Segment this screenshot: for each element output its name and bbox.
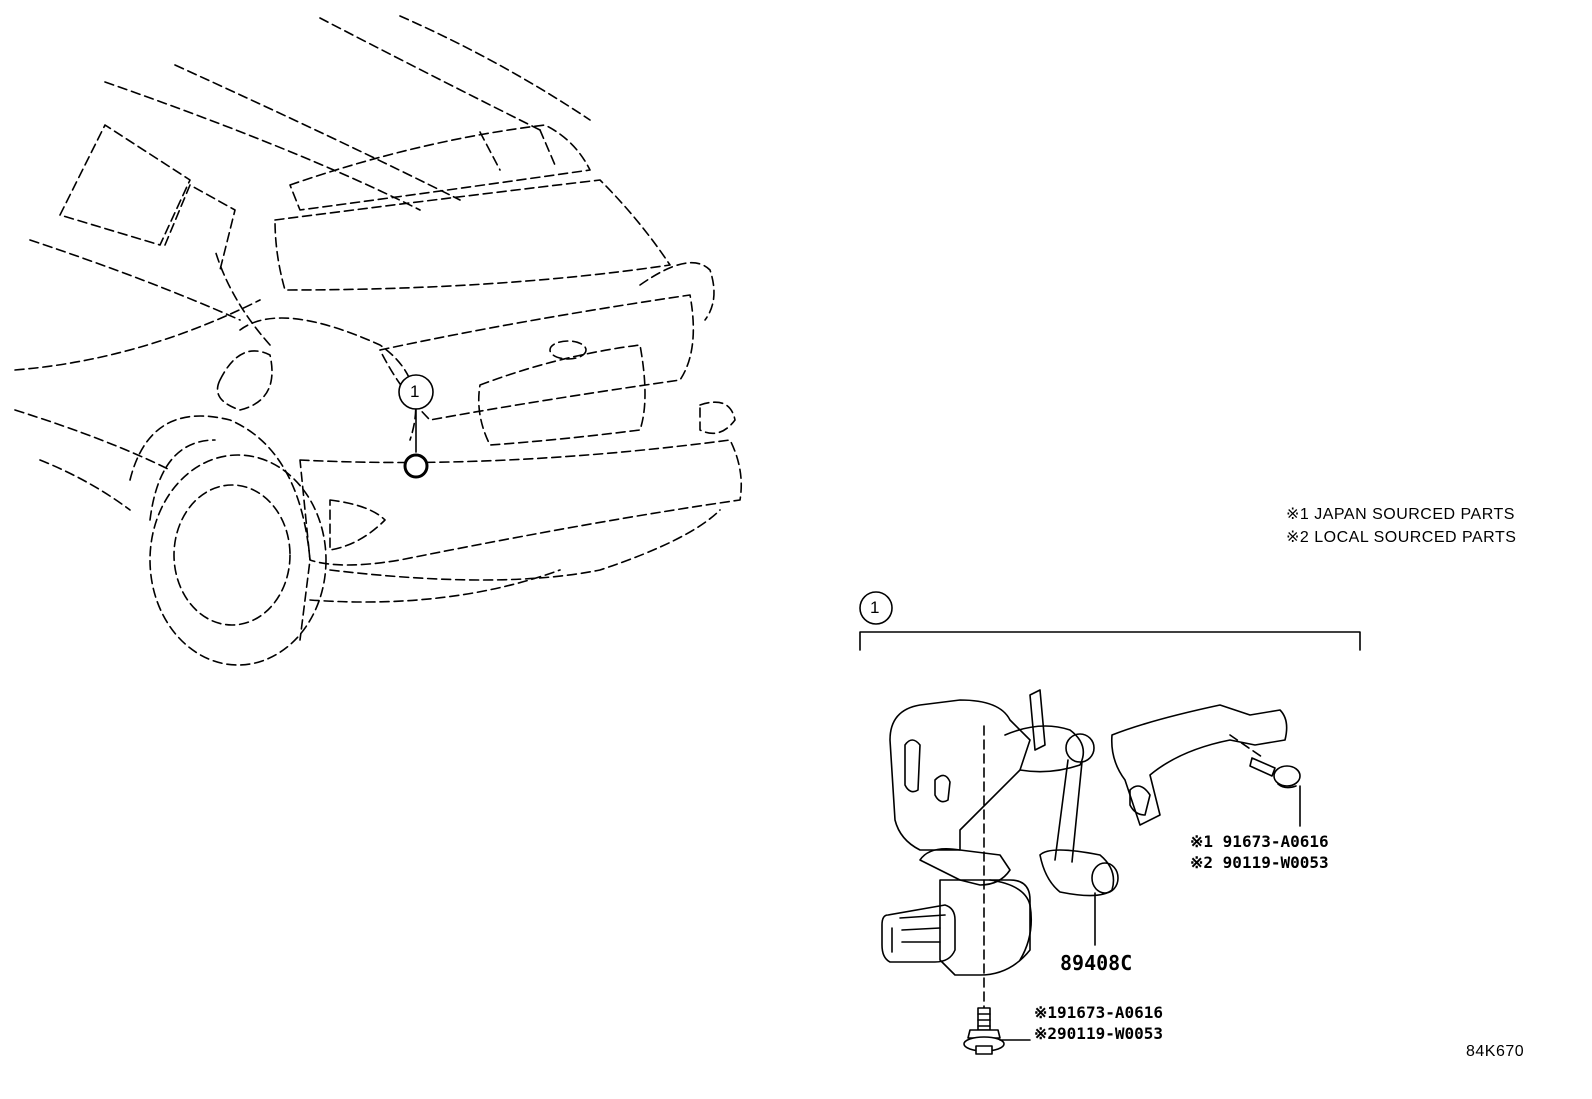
legend-note-japan: ※1 JAPAN SOURCED PARTS [1286,506,1515,523]
height-sensor-drawing [881,689,1288,1011]
location-marker-icon [403,453,429,479]
callout-number-vehicle: 1 [410,382,420,401]
bolt-upper [1249,757,1301,789]
bolt-lower [963,1007,1005,1055]
callout-circle-icon [859,591,893,625]
figure-code: 84K670 [1466,1043,1525,1060]
vehicle-outline [14,15,743,666]
legend-note-local: ※2 LOCAL SOURCED PARTS [1286,529,1517,546]
part-number-sensor: 89408C [1060,951,1133,975]
callout-number-assembly: 1 [870,598,880,617]
part-number-upper-bolt-local: ※2 90119-W0053 [1190,853,1329,872]
part-number-lower-bolt-japan: ※191673-A0616 [1034,1003,1163,1022]
part-number-lower-bolt-local: ※290119-W0053 [1034,1024,1163,1043]
part-number-upper-bolt-japan: ※1 91673-A0616 [1190,832,1329,851]
